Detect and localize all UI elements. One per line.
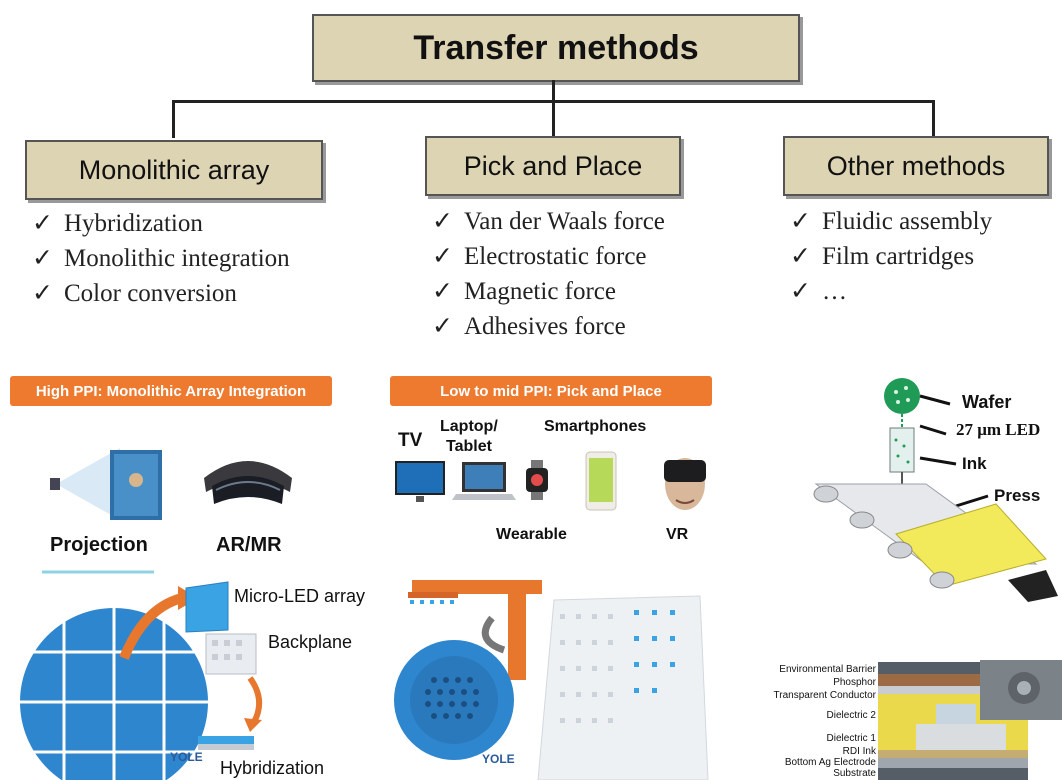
tv-image bbox=[395, 461, 445, 502]
laptop-image bbox=[452, 462, 516, 500]
label-press: Press bbox=[994, 486, 1041, 505]
check-icon: ✓ bbox=[32, 210, 53, 237]
hybridized-chip bbox=[198, 736, 254, 750]
list-item: ✓Van der Waals force bbox=[432, 204, 665, 239]
connector-vertical-top bbox=[552, 80, 555, 102]
check-icon: ✓ bbox=[790, 243, 811, 270]
layer-label: Phosphor bbox=[833, 677, 876, 688]
title-box: Transfer methods bbox=[312, 14, 800, 82]
list-item: ✓Color conversion bbox=[32, 276, 290, 311]
label-tablet: Tablet bbox=[446, 438, 492, 455]
label-wearable: Wearable bbox=[496, 526, 567, 543]
diagram-title: Transfer methods bbox=[413, 28, 699, 67]
micro-led-array-chip bbox=[185, 581, 229, 633]
label-wafer: Wafer bbox=[962, 392, 1012, 412]
category-box-monolithic: Monolithic array bbox=[25, 140, 323, 200]
list-item: ✓Electrostatic force bbox=[432, 239, 665, 274]
layer-label: Bottom Ag Electrode bbox=[784, 757, 876, 768]
connector-middle bbox=[552, 100, 555, 136]
check-icon: ✓ bbox=[32, 245, 53, 272]
connector-left bbox=[172, 100, 175, 138]
list-item: ✓Hybridization bbox=[32, 206, 290, 241]
list-item: ✓Adhesives force bbox=[432, 309, 665, 344]
pick-and-place-illustration bbox=[394, 580, 709, 780]
checklist-monolithic: ✓Hybridization ✓Monolithic integration ✓… bbox=[32, 206, 290, 311]
vr-headset-image bbox=[664, 458, 706, 510]
list-item: ✓Monolithic integration bbox=[32, 241, 290, 276]
category-box-pick-and-place: Pick and Place bbox=[425, 136, 681, 196]
label-laptop: Laptop/ bbox=[440, 418, 498, 435]
check-icon: ✓ bbox=[432, 208, 453, 235]
category-label: Pick and Place bbox=[463, 150, 643, 181]
check-icon: ✓ bbox=[432, 278, 453, 305]
layer-label: Transparent Conductor bbox=[773, 690, 876, 701]
backplane-chip bbox=[205, 633, 257, 675]
check-icon: ✓ bbox=[790, 278, 811, 305]
list-item: ✓Film cartridges bbox=[790, 239, 992, 274]
projection-image bbox=[50, 448, 162, 520]
banner-high-ppi: High PPI: Monolithic Array Integration bbox=[10, 376, 332, 406]
smartwatch-image bbox=[526, 460, 548, 500]
label-tv: TV bbox=[398, 430, 423, 451]
layer-label: Dielectric 1 bbox=[826, 733, 876, 744]
checklist-other: ✓Fluidic assembly ✓Film cartridges ✓… bbox=[790, 204, 992, 309]
layer-label: Environmental Barrier bbox=[779, 664, 876, 675]
label-led-size: 27 μm LED bbox=[956, 420, 1041, 439]
connector-right bbox=[932, 100, 935, 136]
layer-label: Dielectric 2 bbox=[826, 710, 876, 721]
smartphone-image bbox=[585, 451, 617, 511]
list-item: ✓… bbox=[790, 274, 992, 309]
checklist-pick-and-place: ✓Van der Waals force ✓Electrostatic forc… bbox=[432, 204, 665, 344]
banner-low-ppi: Low to mid PPI: Pick and Place bbox=[390, 376, 712, 406]
check-icon: ✓ bbox=[432, 313, 453, 340]
fluidic-assembly-illustration bbox=[813, 378, 1058, 602]
label-ink: Ink bbox=[962, 454, 987, 473]
layer-label: Substrate bbox=[833, 768, 876, 779]
down-arrow-icon bbox=[244, 676, 263, 732]
yole-logo: YOLE bbox=[170, 750, 203, 764]
list-item: ✓Magnetic force bbox=[432, 274, 665, 309]
label-smartphones: Smartphones bbox=[544, 418, 647, 435]
check-icon: ✓ bbox=[432, 243, 453, 270]
category-label: Other methods bbox=[826, 150, 1006, 181]
category-label: Monolithic array bbox=[78, 154, 270, 185]
wafer-hybridization-illustration bbox=[20, 570, 208, 780]
label-projection: Projection bbox=[50, 534, 148, 556]
list-item: ✓Fluidic assembly bbox=[790, 204, 992, 239]
layer-stack-diagram bbox=[878, 660, 1062, 780]
label-ar-mr: AR/MR bbox=[216, 534, 282, 556]
check-icon: ✓ bbox=[32, 280, 53, 307]
check-icon: ✓ bbox=[790, 208, 811, 235]
layer-label: RDI Ink bbox=[842, 746, 876, 757]
label-hybridization: Hybridization bbox=[220, 758, 325, 778]
label-micro-led-array: Micro-LED array bbox=[234, 586, 366, 606]
yole-logo: YOLE bbox=[482, 752, 515, 766]
label-backplane: Backplane bbox=[268, 632, 353, 652]
category-box-other: Other methods bbox=[783, 136, 1049, 196]
ar-headset-image bbox=[204, 461, 292, 504]
label-vr: VR bbox=[666, 526, 689, 543]
